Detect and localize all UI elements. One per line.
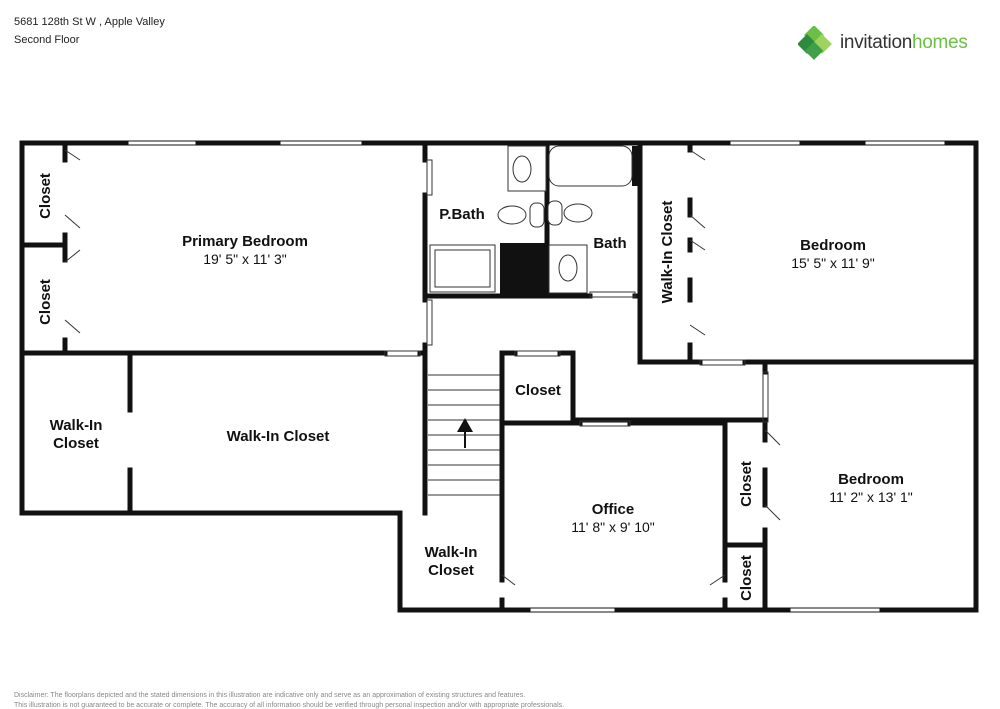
dims-bedroom-2: 11' 2" x 13' 1" <box>829 489 913 505</box>
fixtures <box>429 145 633 294</box>
room-bath: Bath <box>593 235 626 252</box>
wall-stub <box>632 146 640 186</box>
room-closet-1: Closet <box>37 173 54 219</box>
logo-word-invitation: invitation <box>840 32 912 53</box>
stairs <box>428 374 500 496</box>
disclaimer-line-2: This illustration is not guaranteed to b… <box>14 702 565 709</box>
room-pbath: P.Bath <box>439 206 485 223</box>
dims-bedroom-1: 15' 5" x 11' 9" <box>791 255 875 271</box>
room-closet-b2-1: Closet <box>738 461 755 507</box>
room-bedroom-2: Bedroom <box>838 471 904 488</box>
floor-label: Second Floor <box>14 34 80 46</box>
chase <box>500 243 547 296</box>
doors <box>64 149 781 586</box>
logo-word-homes: homes <box>912 32 968 53</box>
stair-up-arrow-icon <box>457 418 473 448</box>
room-office: Office <box>592 501 635 518</box>
logo-mark-icon <box>798 26 832 60</box>
dims-primary-bedroom: 19' 5" x 11' 3" <box>203 251 287 267</box>
room-walkin-right: Walk-In Closet <box>659 201 676 304</box>
walls <box>19 140 979 613</box>
room-closet-b2-2: Closet <box>738 555 755 601</box>
dims-office: 11' 8" x 9' 10" <box>571 519 655 535</box>
room-closet-2: Closet <box>37 279 54 325</box>
room-walkin-office: Walk-In Closet <box>424 544 478 579</box>
windows <box>127 140 946 613</box>
room-walkin-main: Walk-In Closet <box>227 428 330 445</box>
disclaimer-line-1: Disclaimer: The floorplans depicted and … <box>14 692 526 699</box>
address: 5681 128th St W , Apple Valley <box>14 16 165 28</box>
room-bedroom-1: Bedroom <box>800 237 866 254</box>
room-walkin-left: Walk-In Closet <box>49 417 103 452</box>
room-closet-hall: Closet <box>515 382 561 399</box>
invitation-homes-logo: invitationhomes <box>798 26 968 60</box>
room-primary-bedroom: Primary Bedroom <box>182 233 308 250</box>
